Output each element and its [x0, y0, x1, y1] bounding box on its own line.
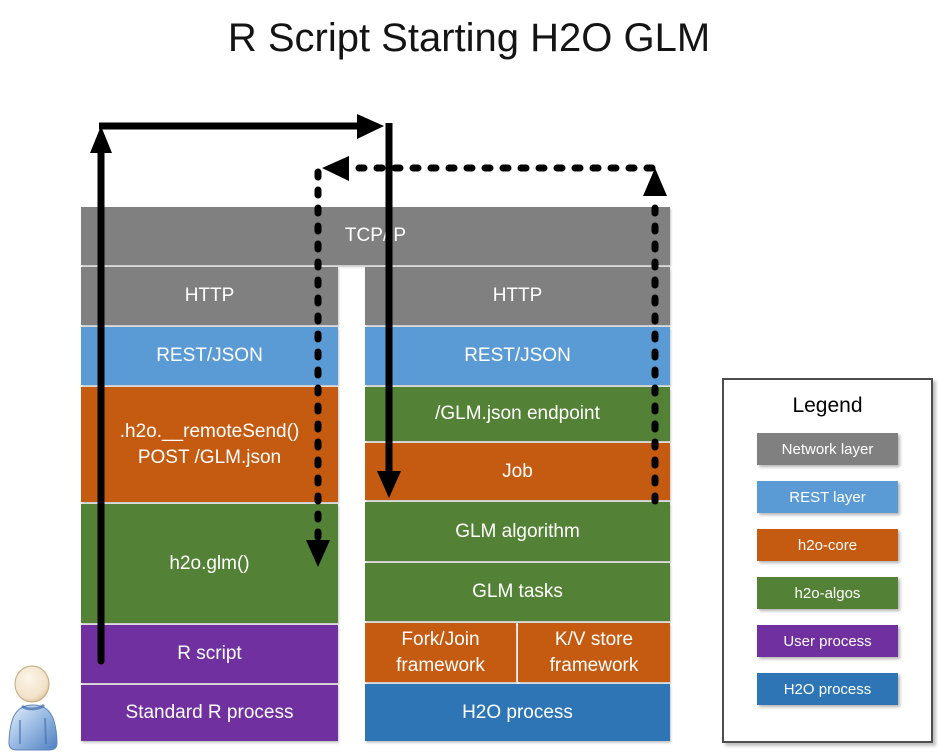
legend-chip-h2o-process-label: H2O process [783, 680, 872, 698]
block-h2o-glm-call: h2o.glm() [81, 504, 338, 623]
block-fork-join-framework: Fork/Join framework [365, 623, 516, 682]
block-left-http: HTTP [81, 267, 338, 325]
legend-chip-user-process: User process [757, 625, 898, 657]
legend-chip-rest-layer-label: REST layer [789, 488, 866, 506]
legend-chip-user-process-label: User process [783, 632, 872, 650]
block-left-rest-json-label: REST/JSON [156, 345, 263, 367]
block-glm-tasks-label: GLM tasks [472, 581, 563, 603]
block-tcpip: TCP/IP [81, 207, 670, 265]
block-fork-join-framework-label: Fork/Join framework [396, 628, 485, 676]
block-standard-r-process-label: Standard R process [125, 702, 294, 724]
block-right-http-label: HTTP [492, 285, 543, 307]
legend-chip-h2o-process: H2O process [757, 673, 898, 705]
remote-send-line1: .h2o.__remoteSend() [119, 420, 300, 442]
block-h2o-glm-call-label: h2o.glm() [169, 552, 250, 574]
block-kv-store-framework-label: K/V store framework [549, 628, 639, 676]
request-up-arrowhead-icon [90, 126, 112, 153]
legend-chip-h2o-core: h2o-core [757, 529, 898, 561]
block-remote-send: .h2o.__remoteSend() POST /GLM.json [81, 387, 338, 502]
block-glm-tasks: GLM tasks [365, 563, 670, 621]
block-glm-json-endpoint-label: /GLM.json endpoint [435, 403, 600, 425]
block-right-rest-json-label: REST/JSON [464, 345, 571, 367]
user-person-icon [8, 665, 58, 751]
block-glm-algorithm-label: GLM algorithm [455, 520, 580, 542]
legend-chip-h2o-algos: h2o-algos [757, 577, 898, 609]
block-job-label: Job [502, 460, 533, 482]
block-r-script: R script [81, 625, 338, 683]
legend-title: Legend [792, 394, 863, 417]
block-h2o-process-label: H2O process [462, 701, 573, 723]
legend-chip-network-layer: Network layer [757, 433, 898, 465]
response-up-arrowhead-icon [643, 168, 667, 196]
legend-panel: Legend Network layer REST layer h2o-core… [722, 378, 933, 743]
legend-chip-h2o-core-label: h2o-core [797, 536, 858, 554]
legend-chip-rest-layer: REST layer [757, 481, 898, 513]
block-glm-algorithm: GLM algorithm [365, 502, 670, 561]
legend-chip-network-layer-label: Network layer [781, 440, 874, 458]
legend-chip-h2o-algos-label: h2o-algos [794, 584, 861, 602]
block-left-rest-json: REST/JSON [81, 327, 338, 385]
block-kv-store-framework: K/V store framework [518, 623, 670, 682]
block-glm-json-endpoint: /GLM.json endpoint [365, 387, 670, 441]
legend-items: Network layer REST layer h2o-core h2o-al… [757, 433, 898, 705]
response-left-arrowhead-icon [322, 156, 349, 181]
block-tcpip-label: TCP/IP [344, 225, 407, 247]
request-right-arrowhead-icon [357, 114, 384, 139]
page-title: R Script Starting H2O GLM [227, 16, 711, 60]
block-left-http-label: HTTP [184, 285, 235, 307]
block-standard-r-process: Standard R process [81, 685, 338, 741]
block-right-http: HTTP [365, 267, 670, 325]
remote-send-line2: POST /GLM.json [137, 446, 282, 468]
block-job: Job [365, 443, 670, 500]
block-right-rest-json: REST/JSON [365, 327, 670, 385]
block-h2o-process: H2O process [365, 684, 670, 741]
block-r-script-label: R script [177, 643, 242, 665]
